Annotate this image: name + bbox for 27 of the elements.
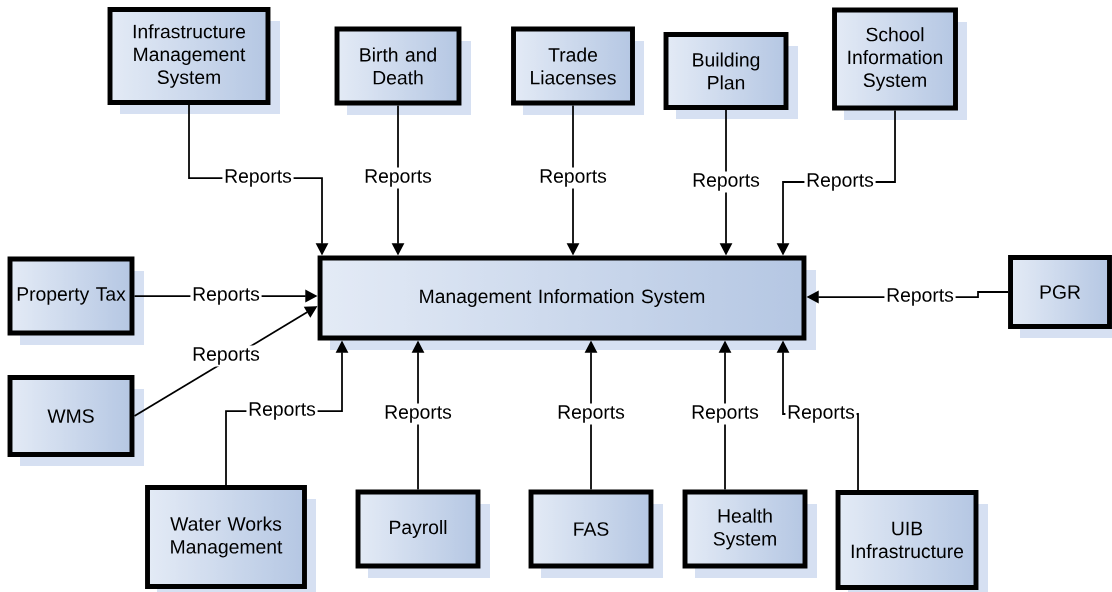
system-box: FAS (528, 489, 663, 578)
system-box: Property Tax (7, 256, 144, 345)
system-box: Payroll (355, 489, 490, 578)
edge-label: Reports (222, 167, 294, 189)
edge-label: Reports (382, 403, 454, 425)
system-box: PGR (1008, 255, 1112, 338)
system-box: Management Information System (317, 255, 816, 350)
edge-label: Reports (190, 345, 262, 367)
edge-label: Reports (190, 285, 262, 307)
edge-label: Reports (362, 167, 434, 189)
system-box: Infrastructure Management System (107, 7, 280, 114)
system-box: Trade Liacenses (511, 26, 644, 115)
system-box: UIB Infrastructure (835, 490, 988, 592)
edge-label: Reports (884, 286, 956, 308)
system-box: Health System (682, 489, 817, 578)
system-box: Building Plan (663, 32, 798, 119)
system-box: Birth and Death (334, 26, 471, 115)
edge-label: Reports (555, 403, 627, 425)
system-box: Water Works Management (145, 485, 316, 592)
edge-label: Reports (689, 403, 761, 425)
edge-label: Reports (804, 171, 876, 193)
edge-label: Reports (246, 400, 318, 422)
system-box: School Information System (832, 7, 967, 120)
edge-label: Reports (785, 403, 857, 425)
edge-label: Reports (690, 171, 762, 193)
system-box: WMS (7, 375, 144, 466)
edge-label: Reports (537, 167, 609, 189)
